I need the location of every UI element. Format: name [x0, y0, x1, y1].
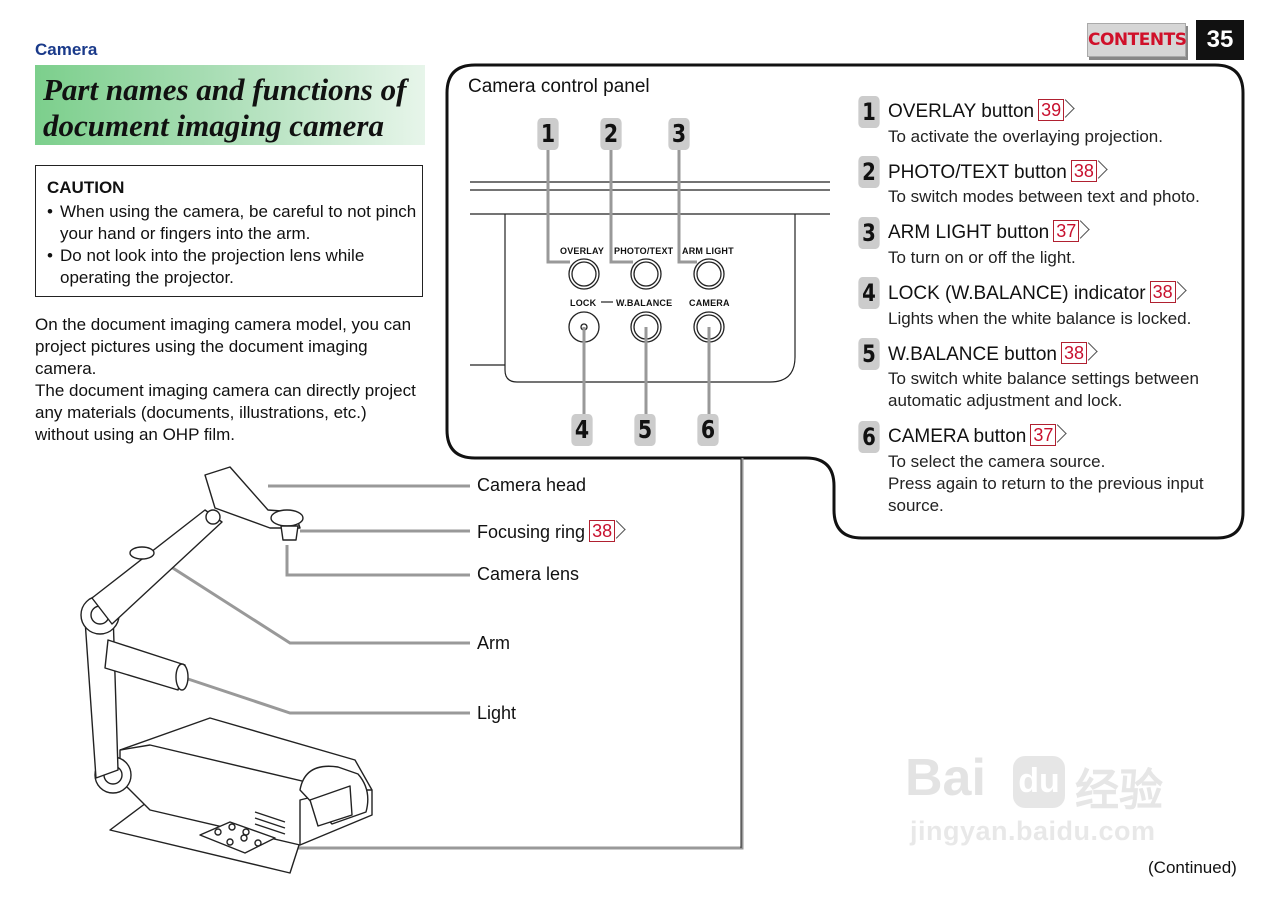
item-description: To switch white balance settings between… [888, 369, 1199, 410]
page-reference-link[interactable]: 39 [1038, 99, 1075, 121]
item-number: 3 [858, 217, 880, 249]
panel-button-label: ARM LIGHT [682, 246, 734, 256]
item-description: To turn on or off the light. [888, 248, 1076, 267]
item-number: 6 [858, 421, 880, 453]
panel-button-label: W.BALANCE [616, 298, 673, 308]
callout-number: 4 [571, 414, 593, 446]
caution-item: •Do not look into the projection lens wh… [47, 245, 417, 289]
caution-item-text: When using the camera, be careful to not… [60, 202, 417, 243]
callout-number: 6 [697, 414, 719, 446]
part-label-focusing-ring: Focusing ring 38 [477, 520, 626, 543]
page-reference-link[interactable]: 38 [1070, 160, 1108, 182]
panel-label: Camera control panel [468, 76, 650, 97]
panel-button-label: CAMERA [689, 298, 730, 308]
page-number: 35 [1196, 20, 1244, 60]
page-reference-number: 38 [592, 521, 613, 541]
item-description: Press again to return to the previous in… [888, 474, 1204, 515]
caution-title: CAUTION [47, 178, 125, 197]
item-title-text: OVERLAY button [888, 101, 1035, 122]
panel-frame [445, 63, 1245, 540]
callout-number: 5 [634, 414, 656, 446]
page-reference-link[interactable]: 37 [1053, 220, 1090, 242]
watermark-cn: 经验 [1075, 766, 1163, 815]
page-reference-number: 38 [1073, 161, 1094, 181]
callout-number: 3 [668, 118, 690, 150]
item-number: 5 [858, 338, 880, 370]
item-title-text: W.BALANCE button [888, 344, 1057, 365]
item-title-text: PHOTO/TEXT button [888, 162, 1067, 183]
item-title-text: ARM LIGHT button [888, 222, 1050, 243]
item-description: Lights when the white balance is locked. [888, 309, 1192, 328]
callout-number: 1 [537, 118, 559, 150]
item-title: CAMERA button 37 [888, 424, 1068, 448]
item-number: 2 [858, 156, 880, 188]
intro-paragraph: On the document imaging camera model, yo… [35, 315, 412, 378]
panel-button-label: OVERLAY [560, 246, 605, 256]
page-reference-number: 37 [1056, 221, 1077, 241]
watermark-brand-du: du [1013, 756, 1065, 808]
part-label-light: Light [477, 703, 517, 723]
page-reference-link[interactable]: 38 [1149, 281, 1187, 303]
item-title: W.BALANCE button 38 [888, 342, 1098, 366]
title-banner [35, 65, 425, 145]
part-label-camera-head: Camera head [477, 475, 587, 495]
item-title-text: LOCK (W.BALANCE) indicator [888, 283, 1146, 304]
item-title: LOCK (W.BALANCE) indicator 38 [888, 281, 1187, 305]
page-reference-link[interactable]: 37 [1030, 424, 1068, 446]
item-description: To select the camera source. [888, 452, 1106, 471]
callout-number: 2 [600, 118, 622, 150]
item-number: 1 [858, 96, 880, 128]
item-description: To switch modes between text and photo. [888, 187, 1200, 206]
caution-item: •When using the camera, be careful to no… [47, 202, 417, 243]
panel-button-label: PHOTO/TEXT [614, 246, 674, 256]
watermark-url: jingyan.baidu.com [910, 816, 1156, 846]
baidu-watermark: Bai du 经验 jingyan.baidu.com [905, 740, 1205, 850]
page-reference-number: 38 [1152, 282, 1173, 302]
page-reference-number: 37 [1033, 425, 1054, 445]
panel-button-label: LOCK [570, 298, 597, 308]
page-title: Part names and functions of document ima… [43, 72, 407, 143]
item-title: ARM LIGHT button 37 [888, 220, 1090, 244]
part-label-text: Focusing ring [477, 522, 586, 542]
item-title-text: CAMERA button [888, 426, 1027, 447]
page-reference-link[interactable]: 38 [1060, 342, 1098, 364]
item-number: 4 [858, 277, 880, 309]
intro-paragraph: The document imaging camera can directly… [35, 381, 416, 444]
page-reference-link[interactable]: 38 [589, 520, 626, 542]
continued-note: (Continued) [1148, 858, 1237, 877]
item-title: PHOTO/TEXT button 38 [888, 160, 1108, 184]
part-label-arm: Arm [477, 633, 510, 653]
item-description: To activate the overlaying projection. [888, 127, 1163, 146]
section-label: Camera [35, 40, 98, 59]
caution-item-text: Do not look into the projection lens whi… [60, 246, 365, 287]
item-title: OVERLAY button 39 [888, 99, 1075, 123]
page-reference-number: 38 [1063, 343, 1084, 363]
watermark-brand: Bai [905, 749, 986, 807]
part-label-camera-lens: Camera lens [477, 564, 580, 584]
caution-box [35, 165, 423, 297]
page-reference-number: 39 [1041, 100, 1062, 120]
contents-button[interactable]: CONTENTS [1087, 23, 1187, 57]
